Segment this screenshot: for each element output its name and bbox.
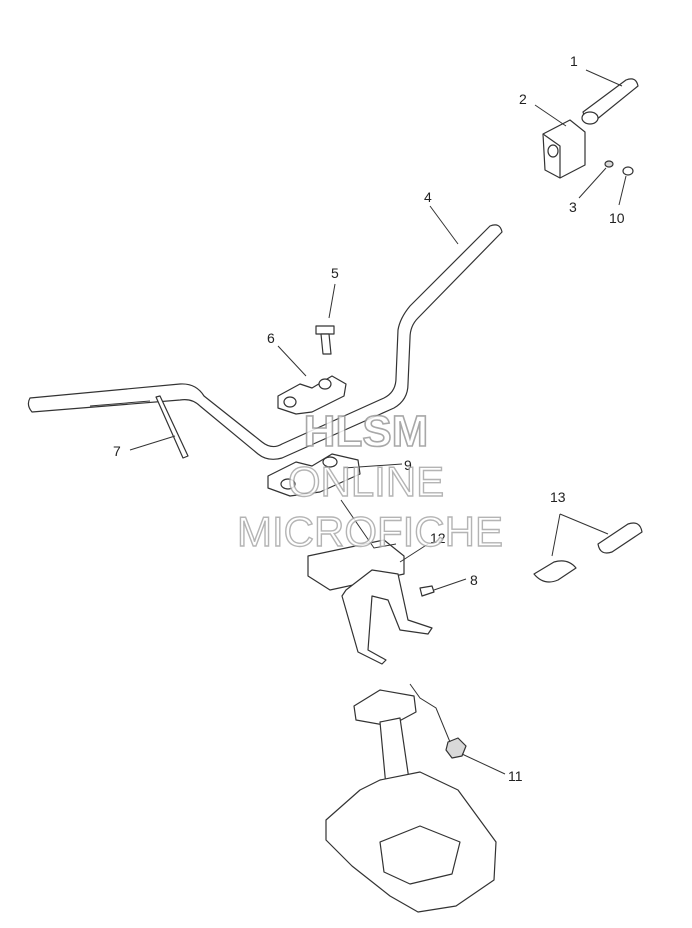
part-1-sleeve [581, 78, 639, 125]
part-5-bolt [315, 325, 335, 355]
callout-2: 2 [519, 91, 527, 107]
watermark: HLSM ONLINE MICROFICHE [236, 406, 503, 556]
part-4-handlebar [27, 224, 503, 460]
callout-numbers: 1 2 3 4 5 6 7 8 9 10 11 12 13 [113, 53, 625, 784]
leader-lines [129, 69, 627, 775]
callout-3: 3 [569, 199, 577, 215]
callout-13: 13 [550, 489, 566, 505]
part-13-switch-assembly [533, 522, 643, 583]
watermark-line-1: HLSM [304, 407, 429, 456]
part-7-rod [155, 395, 189, 459]
watermark-line-3: MICROFICHE [237, 508, 503, 555]
part-11-nut [445, 737, 467, 759]
part-12-bracket [307, 539, 433, 665]
part-10-cap [622, 166, 634, 176]
callout-5: 5 [331, 265, 339, 281]
callout-11: 11 [508, 768, 523, 784]
callout-4: 4 [424, 189, 432, 205]
watermark-line-2: ONLINE [288, 458, 444, 505]
part-3-screw [604, 160, 614, 168]
part-6-upper-clamp [277, 375, 347, 415]
callout-8: 8 [470, 572, 478, 588]
callout-6: 6 [267, 330, 275, 346]
frame-mount [325, 689, 497, 913]
callout-12: 12 [430, 530, 446, 546]
part-2-grip-housing [542, 119, 586, 179]
callout-7: 7 [113, 443, 121, 459]
part-9-lower-clamp [267, 453, 361, 497]
callout-1: 1 [570, 53, 578, 69]
part-8-bolt [419, 585, 435, 597]
callout-9: 9 [404, 457, 412, 473]
callout-10: 10 [609, 210, 625, 226]
